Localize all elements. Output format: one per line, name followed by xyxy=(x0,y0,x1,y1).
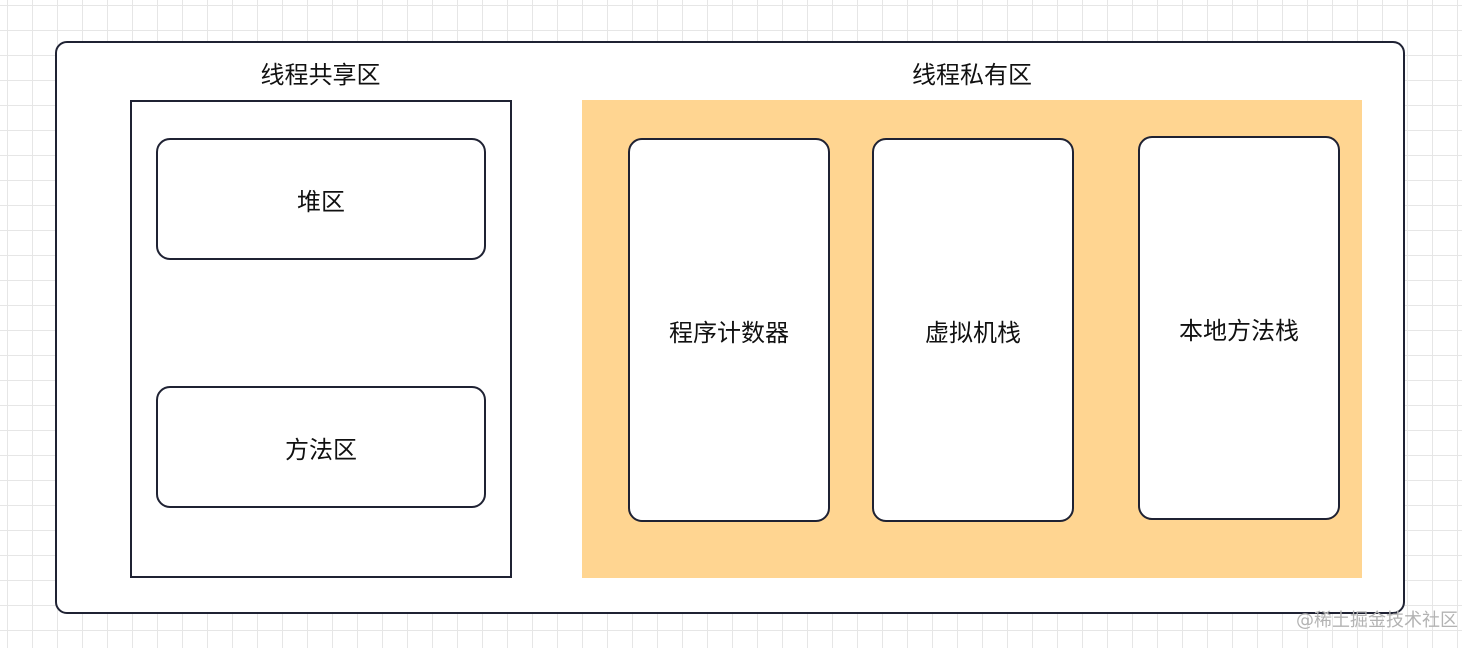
watermark-text: @稀土掘金技术社区 xyxy=(1296,610,1458,631)
heap-node: 堆区 xyxy=(156,138,486,260)
vm-stack-node-label: 虚拟机栈 xyxy=(925,318,1021,347)
program-counter-node-label: 程序计数器 xyxy=(669,318,789,347)
heap-node-label: 堆区 xyxy=(297,187,345,216)
method-area-node: 方法区 xyxy=(156,386,486,508)
method-area-node-label: 方法区 xyxy=(285,435,357,464)
private-area-title: 线程私有区 xyxy=(912,61,1032,89)
shared-area-title: 线程共享区 xyxy=(260,61,381,89)
native-method-stack-node-label: 本地方法栈 xyxy=(1179,316,1299,345)
vm-stack-node: 虚拟机栈 xyxy=(872,138,1074,522)
program-counter-node: 程序计数器 xyxy=(628,138,830,522)
native-method-stack-node: 本地方法栈 xyxy=(1138,136,1340,520)
